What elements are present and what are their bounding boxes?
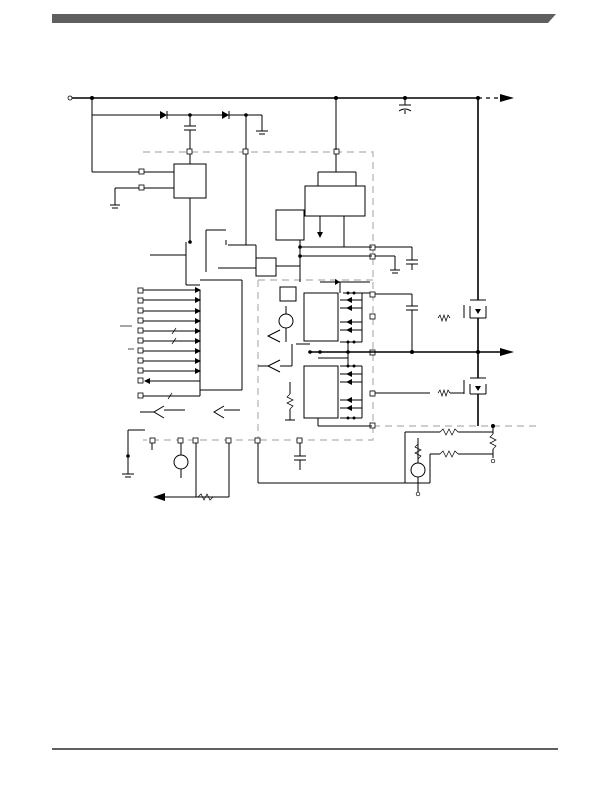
supply-rail xyxy=(67,94,514,102)
header-bar xyxy=(52,14,556,23)
hbridge-lower xyxy=(303,364,363,420)
regulator-block xyxy=(91,115,207,244)
top-right-blocks xyxy=(218,98,372,282)
logic-block xyxy=(186,279,243,390)
external-fets xyxy=(437,98,495,428)
bootstrap-cap xyxy=(375,246,418,274)
hbridge-upper xyxy=(303,279,370,344)
diode-chain xyxy=(91,98,268,151)
sense-network xyxy=(258,426,497,497)
input-pins xyxy=(120,287,242,400)
driver-subregion xyxy=(257,279,373,440)
bottom-feedback xyxy=(122,382,306,501)
rail-capacitor xyxy=(398,98,412,114)
center-bus xyxy=(150,154,257,285)
amplifiers xyxy=(140,286,297,419)
